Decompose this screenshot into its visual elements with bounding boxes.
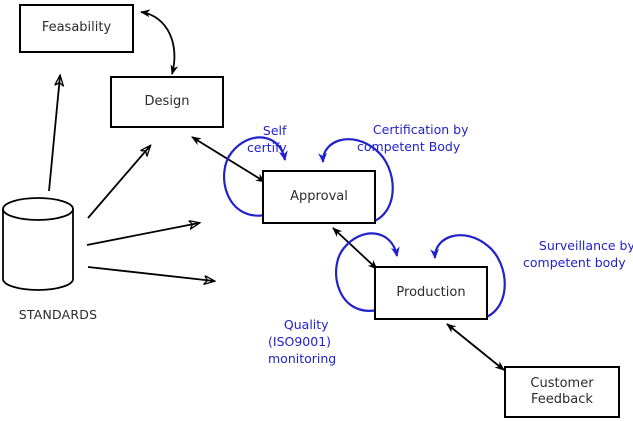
node-standards-label-text: STANDARDS	[18, 307, 98, 323]
node-standards-label: STANDARDS	[2, 291, 97, 340]
annotation-surveillance-text: Surveillance by competent body	[523, 237, 633, 270]
node-customer-feedback[interactable]: Customer Feedback	[504, 366, 620, 418]
annotation-self-certify: Self certify	[247, 106, 287, 174]
edge-standards-to-production-area	[87, 266, 214, 281]
edge-standards-to-design	[87, 146, 150, 219]
annotation-self-certify-text: Self certify	[247, 122, 287, 155]
node-design-label: Design	[144, 93, 190, 109]
annotation-quality-monitoring-text: Quality (ISO9001) monitoring	[268, 316, 337, 366]
edge-design-to-feasability	[140, 9, 179, 75]
annotation-certification-text: Certification by competent Body	[357, 121, 469, 154]
node-feasability[interactable]: Feasability	[19, 4, 134, 53]
edge-production-customer	[446, 323, 505, 371]
node-design[interactable]: Design	[110, 76, 224, 128]
edge-standards-to-approval-area	[86, 223, 199, 246]
loop-surveillance	[430, 234, 506, 320]
node-feasability-label: Feasability	[41, 20, 112, 36]
node-production-label: Production	[396, 284, 466, 300]
loop-certification	[318, 138, 394, 224]
edge-standards-to-feasability	[48, 76, 60, 192]
annotation-certification: Certification by competent Body	[357, 105, 469, 173]
edge-approval-production	[332, 227, 378, 270]
node-production[interactable]: Production	[374, 266, 488, 320]
annotation-quality-monitoring: Quality (ISO9001) monitoring	[268, 300, 336, 384]
node-approval[interactable]: Approval	[262, 170, 376, 224]
node-approval-label: Approval	[290, 188, 348, 204]
annotation-surveillance: Surveillance by competent body	[523, 221, 633, 289]
node-customer-feedback-label: Customer Feedback	[530, 375, 594, 407]
